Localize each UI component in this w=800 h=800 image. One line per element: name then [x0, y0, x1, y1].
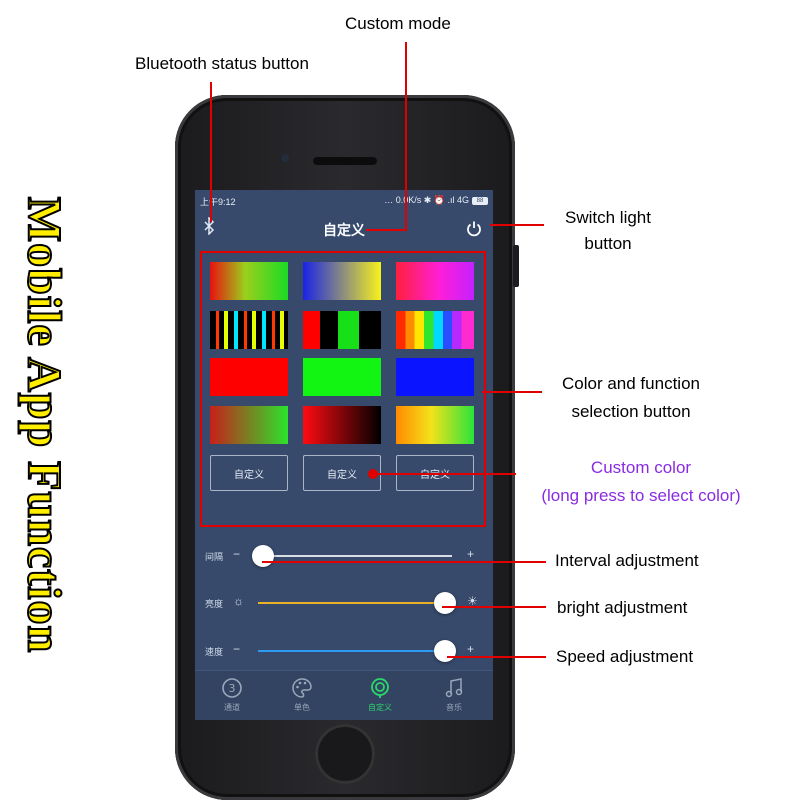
slider-thumb[interactable]	[252, 545, 274, 567]
slider-thumb[interactable]	[434, 640, 456, 662]
tab-music[interactable]: 音乐	[417, 677, 491, 713]
color-swatch-3[interactable]	[396, 262, 474, 300]
color-swatch-1[interactable]	[210, 262, 288, 300]
side-title: Mobile App Function	[14, 185, 74, 665]
callout-bluetooth-status: Bluetooth status button	[135, 54, 309, 73]
bottom-tab-bar: 3 通道 单色 自定义 音乐	[195, 670, 493, 720]
status-bar: 上午9:12 … 0.0K/s ✱ ⏰ .ıl 4G 88	[195, 190, 493, 210]
tab-label: 单色	[294, 703, 310, 712]
callout-switch-light-line2: button	[584, 234, 632, 253]
app-screen: 上午9:12 … 0.0K/s ✱ ⏰ .ıl 4G 88 自定义 自定义 自定…	[195, 190, 493, 720]
callout-color-function: Color and function selection button	[545, 374, 717, 422]
slider-decrease-icon[interactable]: −	[233, 547, 241, 561]
callout-dot-custom-color	[368, 469, 378, 479]
status-indicators: … 0.0K/s ✱ ⏰ .ıl 4G	[384, 195, 469, 205]
callout-custom-color-line2: (long press to select color)	[541, 486, 741, 505]
tab-custom[interactable]: 自定义	[343, 677, 417, 713]
slider-increase-icon[interactable]: ☀	[467, 594, 478, 608]
custom-icon	[371, 678, 389, 698]
callout-line-speed	[447, 656, 546, 658]
home-button[interactable]	[315, 724, 375, 784]
callout-line-custom-mode	[405, 42, 407, 230]
slider-decrease-icon[interactable]: −	[233, 642, 241, 656]
front-camera	[281, 154, 289, 162]
color-swatch-9[interactable]	[396, 358, 474, 396]
callout-color-function-line1: Color and function	[562, 374, 700, 393]
callout-interval: Interval adjustment	[555, 551, 699, 570]
callout-line-switch	[490, 224, 544, 226]
tab-channel[interactable]: 3 通道	[195, 677, 269, 713]
callout-custom-color: Custom color (long press to select color…	[518, 458, 764, 506]
callout-bright: bright adjustment	[557, 598, 688, 617]
callout-switch-light: Switch light button	[548, 208, 668, 254]
side-title-text: Mobile App Function	[17, 196, 72, 654]
volume-button	[513, 245, 519, 287]
slider-increase-icon[interactable]: +	[467, 642, 475, 656]
slider-increase-icon[interactable]: +	[467, 547, 475, 561]
callout-line-bright	[442, 606, 546, 608]
color-swatch-10[interactable]	[210, 406, 288, 444]
slider-label: 间隔	[205, 553, 224, 563]
channel-icon: 3	[222, 678, 242, 698]
callout-line-bluetooth	[210, 82, 212, 222]
slider-label: 亮度	[205, 600, 224, 610]
slider-label: 速度	[205, 648, 224, 658]
callout-custom-color-line1: Custom color	[590, 458, 692, 477]
color-swatch-5[interactable]	[303, 311, 381, 349]
callout-line-custom-color	[376, 473, 516, 475]
tab-label: 自定义	[368, 703, 392, 712]
slider-track[interactable]	[258, 602, 452, 604]
power-icon[interactable]	[465, 220, 483, 238]
svg-text:3: 3	[229, 682, 236, 695]
callout-color-function-line2: selection button	[571, 402, 691, 421]
tab-single-color[interactable]: 单色	[265, 677, 339, 713]
battery-icon: 88	[472, 196, 488, 205]
color-selection-highlight	[200, 251, 486, 527]
callout-custom-mode: Custom mode	[345, 14, 451, 33]
color-swatch-12[interactable]	[396, 406, 474, 444]
slider-track[interactable]	[258, 650, 452, 652]
custom-color-button-1[interactable]: 自定义	[210, 455, 288, 491]
callout-line-interval	[262, 561, 546, 563]
callout-speed: Speed adjustment	[556, 647, 694, 666]
app-bar: 自定义	[195, 210, 493, 246]
tab-label: 音乐	[446, 703, 462, 712]
callout-switch-light-line1: Switch light	[565, 208, 651, 227]
earpiece-speaker	[313, 157, 377, 165]
music-icon	[445, 678, 463, 698]
color-swatch-8[interactable]	[303, 358, 381, 396]
callout-line-custom-mode-h	[366, 229, 407, 231]
slider-track[interactable]	[258, 555, 452, 557]
palette-icon	[292, 678, 312, 698]
color-swatch-2[interactable]	[303, 262, 381, 300]
slider-thumb[interactable]	[434, 592, 456, 614]
tab-label: 通道	[224, 703, 240, 712]
color-swatch-11[interactable]	[303, 406, 381, 444]
status-time: 上午9:12	[200, 197, 236, 207]
color-swatch-6[interactable]	[396, 311, 474, 349]
page-title: 自定义	[323, 223, 365, 239]
color-swatch-4[interactable]	[210, 311, 288, 349]
bluetooth-icon[interactable]	[203, 216, 215, 240]
callout-line-color-select	[482, 391, 542, 393]
slider-decrease-icon[interactable]: ☼	[233, 594, 244, 608]
color-swatch-7[interactable]	[210, 358, 288, 396]
